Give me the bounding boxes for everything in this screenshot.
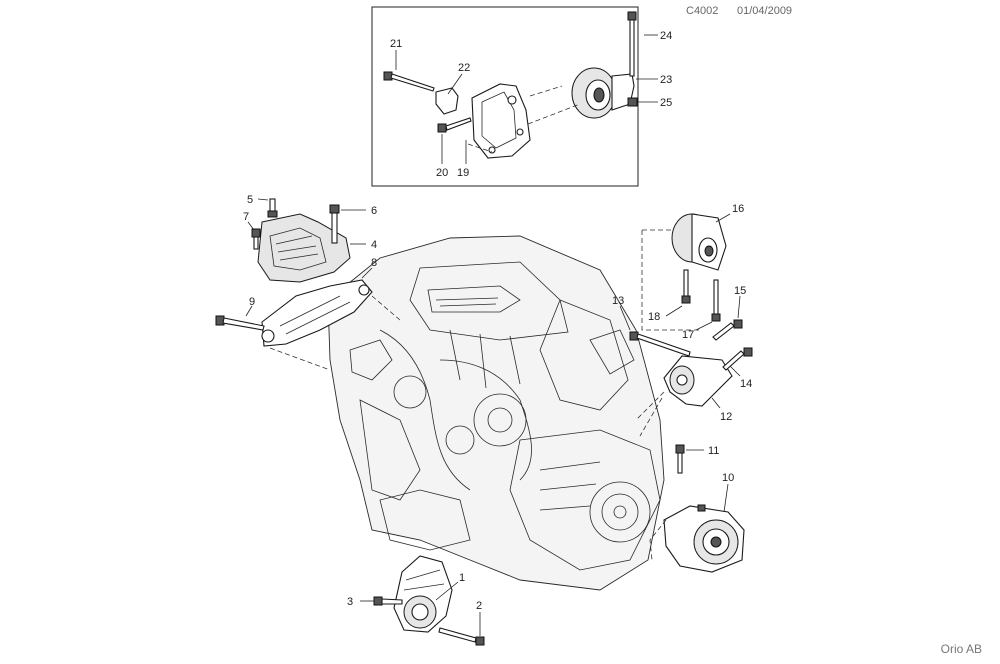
- bolt-3: [373, 596, 403, 606]
- callout-8: 8: [371, 257, 377, 269]
- mount-16: [671, 213, 727, 271]
- bolt-7: [251, 228, 261, 250]
- mount-1: [393, 555, 453, 633]
- bolt-5: [267, 198, 278, 218]
- bolt-15: [712, 319, 743, 341]
- engine-mount-4: [257, 213, 351, 283]
- callout-4: 4: [371, 239, 377, 251]
- callout-11: 11: [708, 445, 719, 457]
- callout-15: 15: [734, 285, 746, 297]
- callout-25: 25: [660, 97, 672, 109]
- bracket-12: [663, 355, 733, 407]
- callout-10: 10: [722, 472, 734, 484]
- callout-22: 22: [458, 62, 470, 74]
- inset-nut-25: [627, 97, 638, 107]
- callout-24: 24: [660, 30, 672, 42]
- callout-12: 12: [720, 411, 732, 423]
- callout-9: 9: [249, 296, 255, 308]
- inset-bracket-19: [471, 83, 531, 159]
- callout-6: 6: [371, 205, 377, 217]
- callout-19: 19: [457, 167, 469, 179]
- callout-23: 23: [660, 74, 672, 86]
- bolt-18: [681, 269, 691, 304]
- bolt-11: [675, 444, 685, 474]
- bolt-9: [215, 315, 265, 331]
- inset-plate-22: [435, 87, 459, 115]
- mount-10: [663, 504, 745, 573]
- callout-18: 18: [648, 311, 660, 323]
- callout-14: 14: [740, 378, 752, 390]
- inset-bolt-20: [437, 117, 472, 133]
- callout-21: 21: [390, 38, 402, 50]
- callout-5: 5: [247, 194, 253, 206]
- inset-mount-23: [571, 67, 635, 119]
- inset-bolt-21: [383, 71, 435, 92]
- callout-7: 7: [243, 211, 249, 223]
- diagram-code: C4002: [686, 5, 719, 17]
- bracket-8: [261, 279, 373, 347]
- diagram-date: 01/04/2009: [737, 5, 793, 17]
- bolt-13: [629, 331, 691, 357]
- bolt-2: [438, 627, 485, 646]
- inset-frame: [371, 6, 639, 187]
- engine-assembly: [327, 235, 665, 591]
- footer-brand: Orio AB: [940, 642, 982, 656]
- bolt-14: [722, 347, 753, 371]
- bolt-6: [329, 204, 340, 244]
- callout-2: 2: [476, 600, 482, 612]
- callout-17: 17: [682, 329, 694, 341]
- callout-3: 3: [347, 596, 353, 608]
- callout-13: 13: [612, 295, 624, 307]
- bolt-17: [711, 279, 721, 322]
- callout-labels: 21 22 24 23 25 20 19 5 6 7 4 8 9: [243, 30, 752, 636]
- callout-20: 20: [436, 167, 448, 179]
- inset-bolt-24: [627, 11, 637, 77]
- callout-1: 1: [459, 572, 465, 584]
- callout-16: 16: [732, 203, 744, 215]
